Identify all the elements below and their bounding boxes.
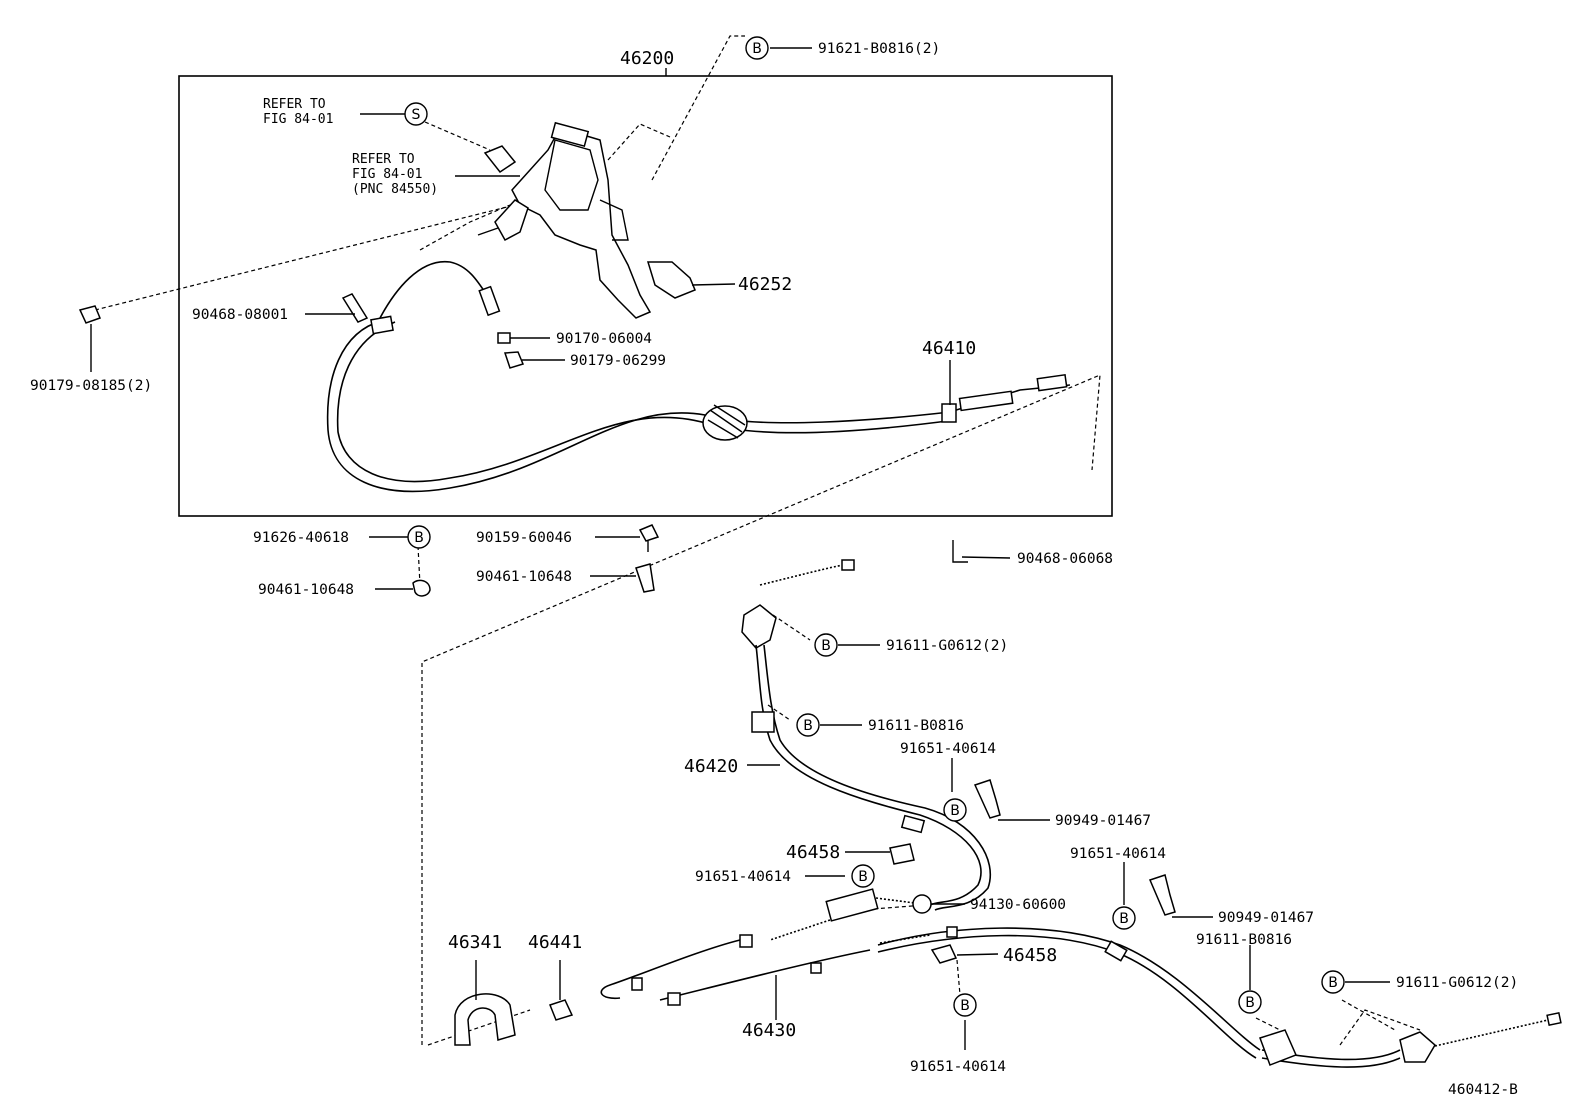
svg-text:B: B (1245, 995, 1255, 1011)
brake-lever-assembly (477, 121, 652, 319)
grommet-46458-b (930, 944, 958, 964)
part-46441 (549, 999, 574, 1021)
diagram-id: 460412-B (1448, 1082, 1518, 1098)
callout-b-91651b: B (851, 864, 875, 888)
svg-text:B: B (821, 638, 831, 654)
callout-s-fig84: S (404, 102, 428, 126)
label-90170-06004: 90170-06004 (556, 331, 652, 347)
part-46252-pad (646, 261, 696, 299)
label-46458-a: 46458 (786, 842, 840, 863)
callout-b-91611b: B (796, 713, 820, 737)
cable-46410-upper (379, 260, 491, 319)
refer-note-1-line-1: REFER TO (263, 97, 326, 112)
label-91611-b0816-a: 91611-B0816 (868, 718, 964, 734)
svg-text:B: B (803, 718, 813, 734)
label-46252: 46252 (738, 274, 792, 295)
label-91651-40614-b: 91651-40614 (695, 869, 791, 885)
refer-note-2-line-3: (PNC 84550) (352, 182, 438, 197)
callout-b-91621: B (745, 36, 769, 60)
refer-note-2-line-1: REFER TO (352, 152, 415, 167)
label-90461-10648-b: 90461-10648 (476, 569, 572, 585)
label-91611-g0612-b: 91611-G0612(2) (1396, 975, 1518, 991)
svg-text:B: B (950, 803, 960, 819)
clip-90468-08001 (341, 293, 369, 323)
refer-note-2-line-2: FIG 84-01 (352, 167, 422, 182)
label-46200: 46200 (620, 48, 674, 69)
label-90468-08001: 90468-08001 (192, 307, 288, 323)
label-94130-60600: 94130-60600 (970, 897, 1066, 913)
spring-46420 (759, 564, 846, 586)
svg-text:B: B (858, 869, 868, 885)
label-46341: 46341 (448, 932, 502, 953)
label-46410: 46410 (922, 338, 976, 359)
svg-text:S: S (412, 107, 421, 123)
callout-b-91626: B (407, 525, 431, 549)
part-46341 (454, 993, 516, 1046)
bolt-90159-60046 (638, 524, 660, 542)
svg-text:B: B (414, 530, 424, 546)
label-91621-b0816: 91621-B0816(2) (818, 41, 940, 57)
clamp-90461-10648-b (635, 563, 655, 593)
clamp-90461-10648-a (412, 579, 431, 597)
nut-90179-08185 (78, 305, 101, 324)
assembly-box (178, 75, 1113, 517)
label-46458-b: 46458 (1003, 945, 1057, 966)
callout-b-91611c: B (1238, 990, 1262, 1014)
nut-90170 (497, 332, 511, 344)
label-90179-08185: 90179-08185(2) (30, 378, 152, 394)
callout-b-91611d: B (1321, 970, 1345, 994)
bracket-90949-a (973, 779, 1001, 819)
label-90949-01467-b: 90949-01467 (1218, 910, 1314, 926)
label-90159-60046: 90159-60046 (476, 530, 572, 546)
callout-b-91611a: B (814, 633, 838, 657)
clip-90468-06068 (952, 540, 968, 563)
label-90949-01467-a: 90949-01467 (1055, 813, 1151, 829)
label-90461-10648-a: 90461-10648 (258, 582, 354, 598)
label-91651-40614-d: 91651-40614 (910, 1059, 1006, 1075)
svg-text:B: B (1119, 911, 1129, 927)
svg-text:B: B (1328, 975, 1338, 991)
label-91611-b0816-b: 91611-B0816 (1196, 932, 1292, 948)
svg-text:B: B (960, 998, 970, 1014)
callout-b-91651d: B (953, 993, 977, 1017)
grommet-46458-a (889, 843, 915, 865)
label-91611-g0612-a: 91611-G0612(2) (886, 638, 1008, 654)
washer-90179-06299 (503, 351, 525, 369)
label-46420: 46420 (684, 756, 738, 777)
label-91651-40614-c: 91651-40614 (1070, 846, 1166, 862)
refer-note-1-line-2: FIG 84-01 (263, 112, 333, 127)
label-90468-06068: 90468-06068 (1017, 551, 1113, 567)
label-46430: 46430 (742, 1020, 796, 1041)
label-91626-40618: 91626-40618 (253, 530, 349, 546)
callout-b-91651a: B (943, 798, 967, 822)
label-46441: 46441 (528, 932, 582, 953)
svg-text:B: B (752, 41, 762, 57)
label-90179-06299: 90179-06299 (570, 353, 666, 369)
callout-b-91651c: B (1112, 906, 1136, 930)
equalizer (825, 888, 879, 922)
bracket-90949-b (1148, 874, 1176, 916)
label-91651-40614-a: 91651-40614 (900, 741, 996, 757)
